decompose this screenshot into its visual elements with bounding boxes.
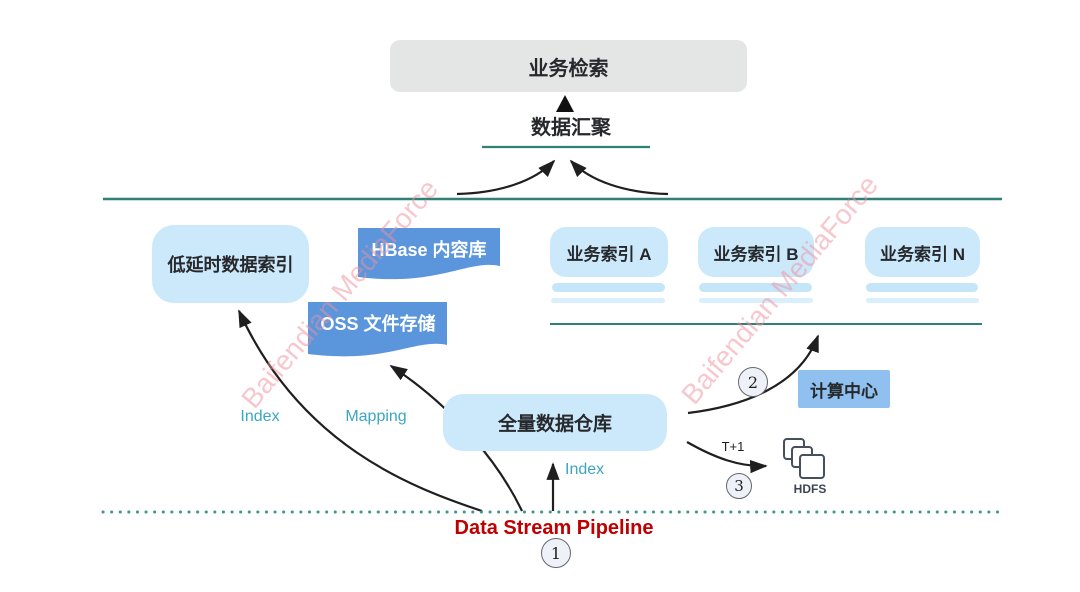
low-latency-index-label: 低延时数据索引 — [167, 255, 294, 275]
business-index-b-label: 业务索引 B — [713, 244, 799, 264]
pipeline-to-lowlatency-arrow — [237, 309, 483, 513]
index-shard-bar — [551, 298, 665, 303]
oss-banner-shape — [308, 302, 447, 357]
index-shard-bar — [699, 283, 812, 292]
step-1-badge: 1 — [541, 538, 571, 568]
warehouse-to-hdfs-arrow — [686, 441, 768, 474]
step-2-number: 2 — [747, 372, 759, 392]
step-3-number: 3 — [734, 477, 744, 495]
up-triangle-icon — [556, 95, 574, 112]
business-index-n-label: 业务索引 N — [880, 244, 965, 264]
merge-arrow-left — [456, 159, 556, 196]
index-shard-bar — [866, 283, 978, 292]
index-center-label: Index — [565, 461, 605, 478]
warehouse-to-index-arrow — [687, 334, 820, 415]
data-aggregation-label: 数据汇聚 — [531, 116, 611, 139]
mapping-label: Mapping — [345, 408, 407, 425]
business-index-a-box: 业务索引 A — [550, 227, 668, 277]
business-index-n-box: 业务索引 N — [865, 227, 980, 277]
compute-center-box: 计算中心 — [798, 370, 890, 408]
hbase-banner-label: HBase 内容库 — [371, 240, 487, 260]
index-shard-bar — [552, 283, 665, 292]
data-stream-pipeline-label: Data Stream Pipeline — [454, 517, 654, 539]
merge-arrow-right — [569, 159, 669, 196]
index-shard-bar — [866, 298, 979, 303]
business-search-label: 业务检索 — [528, 57, 609, 80]
hdfs-label: HDFS — [793, 482, 827, 496]
oss-banner-label: OSS 文件存储 — [320, 314, 436, 334]
hbase-banner-shape — [358, 228, 500, 280]
index-shard-bar — [699, 298, 813, 303]
compute-center-label: 计算中心 — [810, 381, 878, 401]
low-latency-index-box: 低延时数据索引 — [152, 225, 309, 303]
full-data-warehouse-box: 全量数据仓库 — [443, 394, 667, 451]
business-index-a-label: 业务索引 A — [566, 244, 652, 264]
step-2-badge: 2 — [738, 367, 768, 397]
business-search-box: 业务检索 — [390, 40, 747, 92]
business-index-b-box: 业务索引 B — [698, 227, 814, 277]
index-left-label: Index — [240, 408, 280, 425]
full-data-warehouse-label: 全量数据仓库 — [497, 414, 612, 435]
hdfs-icon — [783, 438, 825, 479]
step-1-number: 1 — [550, 543, 562, 563]
t-plus-one-label: T+1 — [721, 439, 745, 454]
step-3-badge: 3 — [726, 473, 752, 499]
